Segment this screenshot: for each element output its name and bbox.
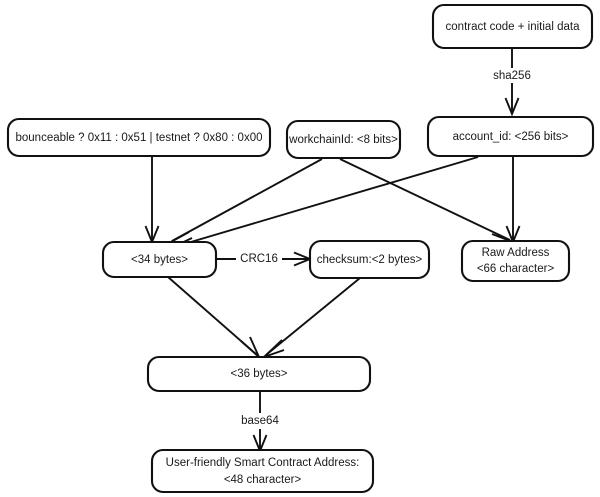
edge-sha256: sha256 bbox=[487, 48, 537, 117]
edge-crc16-label-bg bbox=[236, 251, 282, 267]
node-workchain-id[interactable]: workchainId: <8 bits> bbox=[285, 119, 402, 160]
node-contract-code-shape[interactable] bbox=[431, 3, 594, 50]
node-raw-address-shape[interactable] bbox=[460, 239, 571, 283]
node-account-id[interactable]: account_id: <256 bits> bbox=[426, 115, 595, 158]
edge-34bytes-to-36bytes-arrowhead bbox=[240, 336, 260, 358]
edge-crc16: CRC16 bbox=[216, 251, 313, 267]
node-36-bytes-shape[interactable] bbox=[146, 355, 372, 393]
edge-checksum-to-36bytes-line bbox=[265, 277, 361, 356]
edge-34bytes-to-36bytes bbox=[167, 276, 260, 358]
node-34-bytes-label: <34 bytes> bbox=[131, 254, 188, 266]
node-workchain-id-shape[interactable] bbox=[285, 119, 402, 160]
node-account-id-shape[interactable] bbox=[426, 115, 595, 158]
edge-sha256-label-bg bbox=[487, 68, 537, 83]
edge-account-to-34bytes bbox=[167, 156, 479, 252]
node-flags-shape[interactable] bbox=[6, 117, 272, 158]
edge-workchain-to-34bytes bbox=[165, 158, 323, 246]
edge-base64-label: base64 bbox=[241, 415, 279, 427]
edge-base64: base64 bbox=[234, 391, 286, 454]
edge-sha256-label: sha256 bbox=[493, 70, 531, 82]
node-friendly-address[interactable]: User-friendly Smart Contract Address: <4… bbox=[150, 448, 375, 494]
node-flags[interactable]: bounceable ? 0x11 : 0x51 | testnet ? 0x8… bbox=[6, 117, 272, 158]
edge-workchain-to-34bytes-line bbox=[171, 158, 323, 242]
node-raw-address-label-line2: <66 character> bbox=[477, 263, 555, 275]
node-36-bytes[interactable]: <36 bytes> bbox=[146, 355, 372, 393]
node-checksum[interactable]: checksum:<2 bytes> bbox=[308, 239, 431, 280]
node-raw-address[interactable]: Raw Address <66 character> bbox=[460, 239, 571, 283]
node-36-bytes-label: <36 bytes> bbox=[231, 368, 288, 380]
edge-account-to-raw-address bbox=[505, 156, 521, 245]
edge-account-to-34bytes-line bbox=[173, 156, 479, 248]
edge-workchain-to-raw-address-line bbox=[339, 158, 511, 241]
edge-base64-label-bg bbox=[234, 413, 286, 429]
node-account-id-label: account_id: <256 bits> bbox=[453, 131, 569, 143]
node-contract-code[interactable]: contract code + initial data bbox=[431, 3, 594, 50]
node-raw-address-label-line1: Raw Address bbox=[482, 247, 550, 259]
node-friendly-address-label-line1: User-friendly Smart Contract Address: bbox=[166, 457, 360, 469]
node-34-bytes[interactable]: <34 bytes> bbox=[101, 240, 218, 279]
node-flags-label: bounceable ? 0x11 : 0x51 | testnet ? 0x8… bbox=[15, 132, 262, 144]
node-workchain-id-label: workchainId: <8 bits> bbox=[288, 134, 398, 146]
node-checksum-label: checksum:<2 bytes> bbox=[317, 254, 423, 266]
node-34-bytes-shape[interactable] bbox=[101, 240, 218, 279]
node-friendly-address-label-line2: <48 character> bbox=[224, 474, 302, 486]
edge-sha256-arrowhead bbox=[504, 97, 520, 117]
edge-flags-to-34bytes bbox=[144, 156, 160, 245]
edge-crc16-label: CRC16 bbox=[240, 253, 278, 265]
node-friendly-address-shape[interactable] bbox=[150, 448, 375, 494]
node-contract-code-label: contract code + initial data bbox=[446, 21, 581, 33]
edge-checksum-to-36bytes bbox=[263, 277, 361, 358]
node-checksum-shape[interactable] bbox=[308, 239, 431, 280]
